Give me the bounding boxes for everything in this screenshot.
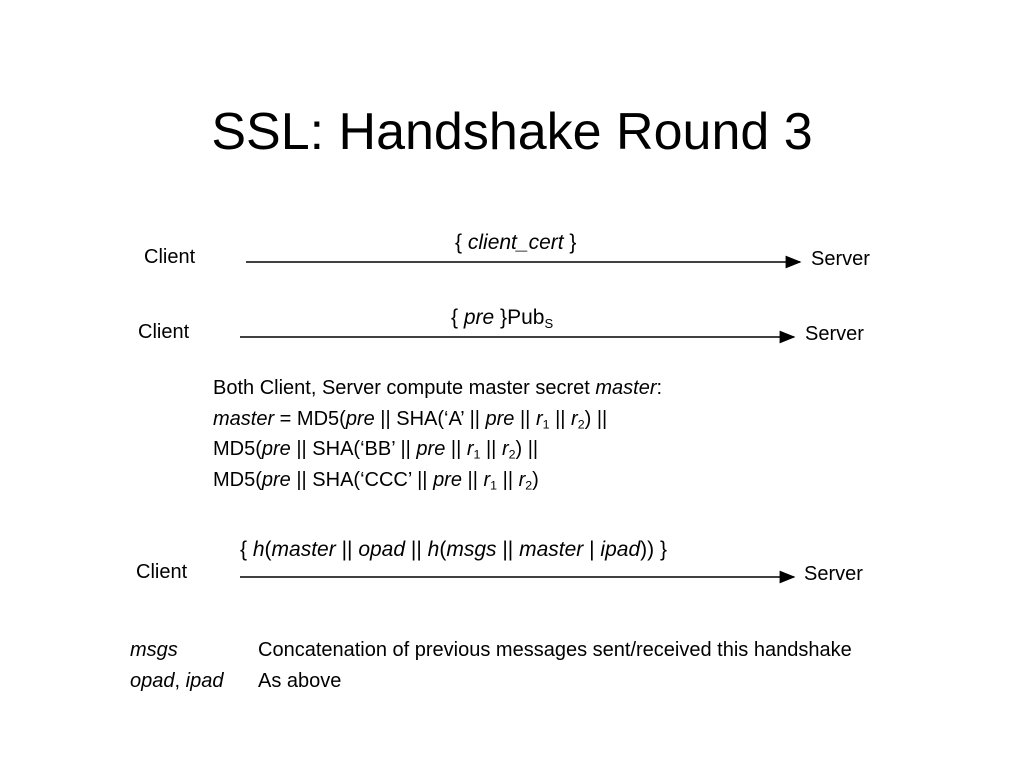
msg-part: ( [439,538,447,561]
msg-part: { [240,538,253,561]
expr-part: r [466,438,474,460]
client-label: Client [138,321,190,343]
expr-part: MD5( [213,438,262,460]
expr-part: r [483,469,491,491]
expr-part: pre [261,469,291,491]
server-label: Server [804,563,863,585]
server-label: Server [805,323,864,345]
expr-part: r [501,438,509,460]
expr-subscript: 2 [577,417,585,432]
expr-part: || [480,438,502,460]
message-brace-open: { [451,306,464,329]
client-label: Client [144,246,196,268]
expr-part: MD5( [213,469,262,491]
expr-part: || SHA(‘BB’ || [290,438,417,460]
expr-part: pre [416,438,446,460]
expr-part: r [535,408,543,430]
message-label-client-cert: { client_cert } [455,232,576,253]
expr-part: pre [485,408,515,430]
expr-part: r [571,408,578,430]
message-var-client-cert: client_cert [467,231,564,254]
expr-part: || SHA(‘CCC’ || [290,469,434,491]
msg-part: )) } [640,538,667,561]
expr-part: pre [345,408,375,430]
definition-description: Concatenation of previous messages sent/… [258,639,852,661]
msg-part: master [519,538,584,561]
computation-line-2: master = MD5(pre || SHA(‘A’ || pre || r1… [213,408,608,432]
computation-text: Both Client, Server compute master secre… [213,377,596,399]
expr-part: pre [433,469,462,491]
expr-part: master [213,408,275,430]
computation-var: master [595,377,657,399]
message-label-pre-pub: { pre }PubS [451,306,554,331]
msg-part: h [252,538,265,561]
message-brace-close: } [563,231,577,254]
expr-part: || [445,438,467,460]
message-subscript: S [544,315,554,331]
expr-subscript: 1 [490,478,498,493]
expr-part: || [497,469,519,491]
msg-part: || [335,538,359,561]
msg-part: | [583,538,601,561]
message-label-hmac: { h(master || opad || h(msgs || master |… [240,539,667,560]
expr-part: || SHA(‘A’ || [374,408,486,430]
expr-part: || [549,408,572,430]
msg-part: ( [264,538,272,561]
expr-part: ) || [584,408,608,430]
server-label: Server [811,248,870,270]
expr-part: pre [261,438,291,460]
expr-subscript: 1 [542,417,550,432]
expr-part: || [461,469,484,491]
computation-colon: : [656,377,663,399]
expr-part: ) [532,469,539,491]
expr-subscript: 1 [473,447,481,462]
computation-line-1: Both Client, Server compute master secre… [213,378,662,398]
definition-description: As above [258,670,342,692]
message-var-pre: pre [463,306,495,329]
msg-part: || [405,538,428,561]
msg-part: opad [358,538,406,561]
msg-part: h [427,538,440,561]
slide-title: SSL: Handshake Round 3 [211,103,813,161]
message-brace-open: { [455,231,468,254]
expr-part: ) || [515,438,539,460]
expr-part: r [518,469,526,491]
msg-part: msgs [446,538,497,561]
msg-part: ipad [600,538,641,561]
message-brace-close-pub: }Pub [494,306,545,329]
computation-line-4: MD5(pre || SHA(‘CCC’ || pre || r1 || r2) [213,469,539,493]
msg-part: || [496,538,520,561]
client-label: Client [136,561,188,583]
term-part: opad [130,670,175,692]
msg-part: master [271,538,336,561]
expr-part: = MD5( [274,408,346,430]
computation-line-3: MD5(pre || SHA(‘BB’ || pre || r1 || r2) … [213,438,539,462]
term-part: ipad [185,670,224,692]
expr-subscript: 2 [508,447,516,462]
expr-part: || [514,408,536,430]
definition-term: opad, ipad [130,671,223,691]
term-sep: , [174,670,186,692]
definition-term: msgs [130,639,178,661]
expr-subscript: 2 [525,478,533,493]
